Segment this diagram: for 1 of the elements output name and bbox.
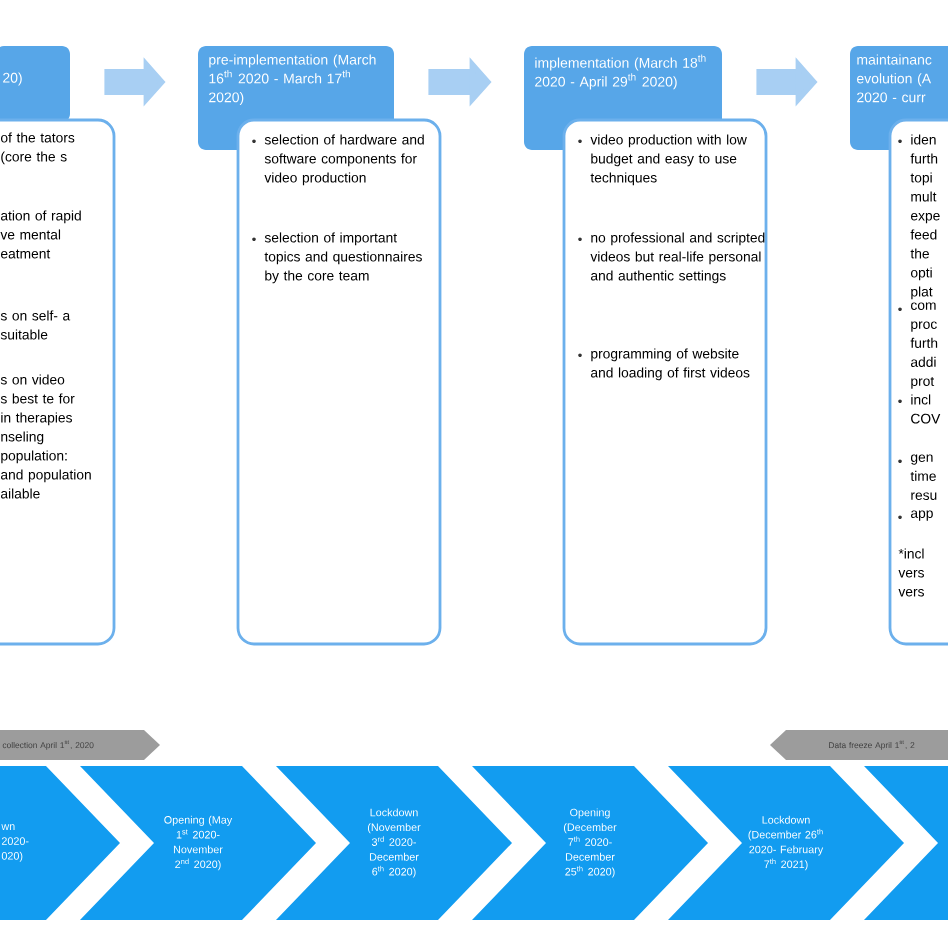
chevron-shape	[864, 766, 948, 920]
